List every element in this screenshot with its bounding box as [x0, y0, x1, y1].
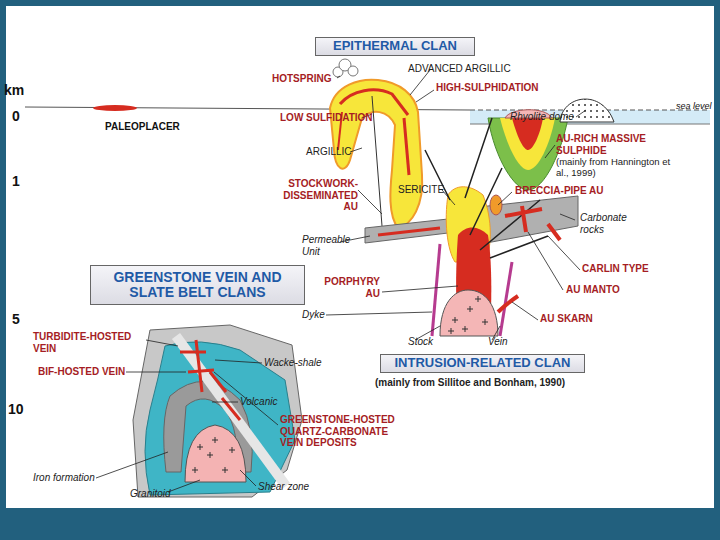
axis-unit: km: [4, 82, 24, 98]
deposit-name: BRECCIA-PIPE AU: [515, 185, 604, 197]
alteration-name: ARGILLIC: [306, 146, 352, 158]
disseminated-ore: [378, 228, 440, 235]
clan-title: INTRUSION-RELATED CLAN: [395, 356, 571, 370]
steam-cloud: [348, 66, 358, 76]
deposit-name: HOTSPRING: [272, 73, 331, 85]
rock-name: Permeable Unit: [302, 234, 362, 257]
alteration-name: SERICITE: [398, 184, 444, 196]
wacke-shale: [133, 325, 302, 497]
ore-vein: [340, 90, 408, 115]
dyke: [432, 244, 440, 336]
granite-crosses: [192, 437, 235, 473]
deposit-name: AU SKARN: [540, 313, 593, 325]
deposit-name: AU-RICH MASSIVE SULPHIDE: [556, 133, 661, 156]
breccia-pipe: [490, 195, 502, 215]
paleoplacer-lens: [93, 105, 137, 111]
granite-crosses: [448, 296, 488, 334]
rock-name: Volcanic: [240, 396, 277, 408]
clan-box: EPITHERMAL CLAN: [315, 37, 475, 56]
deposit-name: PORPHYRY AU: [322, 276, 380, 299]
rock-name: Shear zone: [258, 481, 309, 493]
deposit-name: GREENSTONE-HOSTED QUARTZ-CARBONATE VEIN …: [280, 414, 405, 449]
deposit-name: BIF-HOSTED VEIN: [38, 366, 125, 378]
depth-tick: 10: [8, 401, 24, 417]
clan-title: EPITHERMAL CLAN: [333, 39, 457, 53]
rock-name: Iron formation: [33, 472, 95, 484]
granitoid: [185, 425, 246, 482]
deposit-name: PALEOPLACER: [105, 121, 180, 133]
ore-vein: [404, 118, 409, 175]
rock-name: Carbonate rocks: [580, 212, 640, 235]
source-note: (mainly from Hannington et al., 1999): [556, 157, 681, 179]
vein: [500, 262, 512, 336]
massive-sulphide-core: [512, 118, 543, 150]
vein-line: [372, 96, 382, 226]
massive-sulphide-zone: [500, 118, 555, 170]
rock-name: Dyke: [302, 309, 325, 321]
deposit-name: CARLIN TYPE: [582, 263, 649, 275]
depth-tick: 5: [12, 311, 20, 327]
clan-title: GREENSTONE VEIN AND SLATE BELT CLANS: [91, 270, 304, 301]
depth-tick: 0: [12, 108, 20, 124]
deposit-name: HIGH-SULPHIDATION: [436, 82, 539, 94]
deposit-name: STOCKWORK-DISSEMINATED AU: [278, 178, 358, 213]
rock-name: Rhyolite dome: [510, 111, 574, 123]
rock-name: Stock: [408, 336, 433, 348]
permeable-unit: [365, 219, 448, 243]
clan-box: GREENSTONE VEIN AND SLATE BELT CLANS: [90, 265, 305, 305]
replacement-ore: [505, 206, 560, 240]
quartz-vein: [180, 340, 240, 420]
deposit-name: LOW SULFIDATION: [280, 112, 373, 124]
deposit-name: AU MANTO: [566, 284, 620, 296]
depth-tick: 1: [12, 173, 20, 189]
datum-label: sea level: [676, 101, 712, 111]
rock-name: Vein: [488, 336, 508, 348]
slide-panel: [6, 6, 714, 508]
alteration-name: ADVANCED ARGILLIC: [408, 63, 511, 75]
source-note: (mainly from Sillitoe and Bonham, 1990): [375, 377, 565, 388]
rock-name: Granitoid: [130, 488, 171, 500]
stock: [440, 290, 498, 336]
clan-box: INTRUSION-RELATED CLAN(mainly from Silli…: [380, 354, 585, 373]
rock-name: Wacke-shale: [264, 357, 322, 369]
deposit-name: TURBIDITE-HOSTED VEIN: [33, 331, 145, 354]
